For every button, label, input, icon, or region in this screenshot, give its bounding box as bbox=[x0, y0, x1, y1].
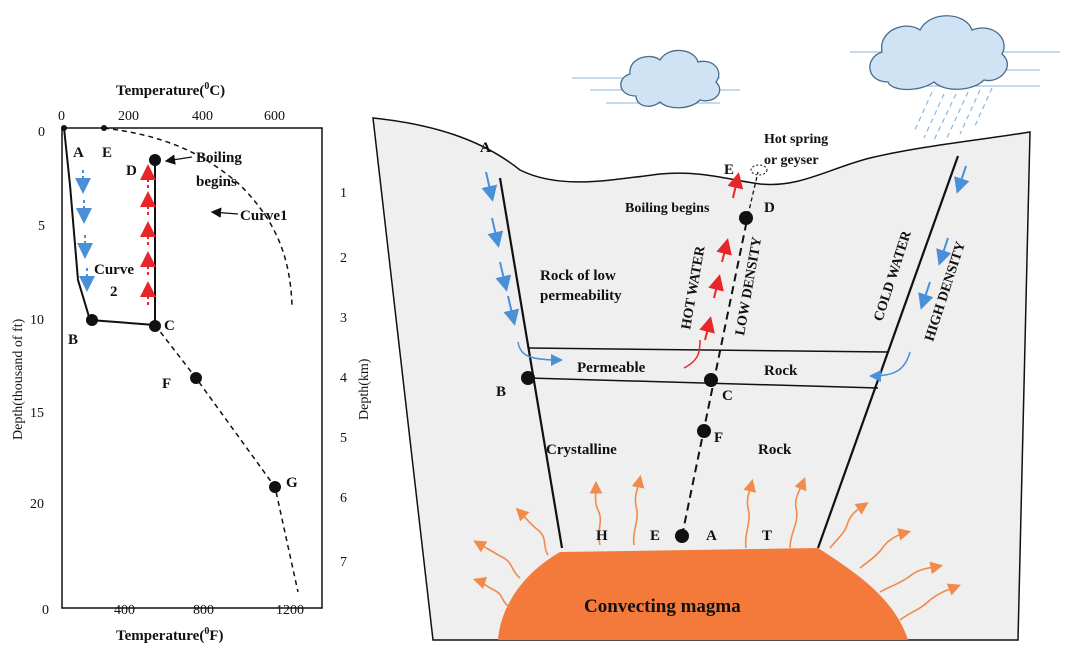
curve1-pointer bbox=[210, 207, 239, 218]
section-label-t: T bbox=[762, 528, 772, 544]
heat-flow-arrows bbox=[472, 474, 961, 621]
point-f bbox=[190, 372, 202, 384]
rock-right-label: Rock bbox=[764, 363, 798, 379]
point-b bbox=[86, 314, 98, 326]
left-fault bbox=[498, 177, 564, 549]
top-axis-title: Temperature(0C) bbox=[116, 81, 225, 99]
point-e-surface bbox=[101, 125, 107, 131]
section-point-c bbox=[704, 373, 718, 387]
cold-water-arrows-left bbox=[481, 171, 563, 366]
permeable-top bbox=[527, 347, 889, 353]
curve2-label-1: Curve bbox=[94, 262, 134, 278]
right-tick-1: 1 bbox=[340, 186, 347, 201]
top-tick-0: 0 bbox=[58, 109, 65, 124]
bottom-tick-800: 800 bbox=[193, 603, 214, 618]
bottom-tick-0: 0 bbox=[42, 603, 49, 618]
cold-water-arrows-right bbox=[869, 165, 970, 382]
point-c bbox=[149, 320, 161, 332]
right-tick-6: 6 bbox=[340, 491, 347, 506]
curve2-line bbox=[63, 127, 156, 327]
section-point-f bbox=[697, 424, 711, 438]
boiling-begins-label: Boiling begins bbox=[625, 201, 710, 216]
left-tick-5: 5 bbox=[38, 219, 45, 234]
crystalline-label: Crystalline bbox=[546, 442, 617, 458]
right-tick-3: 3 bbox=[340, 311, 347, 326]
label-b: B bbox=[68, 332, 78, 348]
section-point-b bbox=[521, 371, 535, 385]
label-f: F bbox=[162, 376, 171, 392]
hot-spring-label-1: Hot spring bbox=[764, 132, 828, 147]
magma-chamber bbox=[498, 548, 908, 640]
section-label-f: F bbox=[714, 430, 723, 446]
curve1-label: Curve1 bbox=[240, 208, 288, 224]
point-d bbox=[149, 154, 161, 166]
right-tick-5: 5 bbox=[340, 431, 347, 446]
hot-spring-label-2: or geyser bbox=[764, 153, 819, 168]
cloud-left bbox=[572, 49, 740, 109]
left-tick-15: 15 bbox=[30, 406, 44, 421]
curve2-label-2: 2 bbox=[110, 284, 118, 300]
label-c: C bbox=[164, 318, 175, 334]
section-point-d bbox=[739, 211, 753, 225]
left-tick-20: 20 bbox=[30, 497, 44, 512]
hot-spring-vent bbox=[750, 164, 768, 176]
temperature-depth-plot: Temperature(0C) 0 200 400 600 Depth(thou… bbox=[11, 81, 372, 644]
conduit-upper bbox=[747, 171, 759, 216]
rock-low-label-2: permeability bbox=[540, 288, 622, 304]
bottom-tick-1200: 1200 bbox=[276, 603, 304, 618]
section-label-a-bottom: A bbox=[706, 528, 717, 544]
permeable-label: Permeable bbox=[577, 360, 646, 376]
section-label-a: A bbox=[480, 140, 491, 156]
top-tick-labels: 0 200 400 600 bbox=[58, 109, 285, 124]
label-d: D bbox=[126, 163, 137, 179]
cloud-right-raining bbox=[850, 15, 1060, 141]
section-label-b: B bbox=[496, 384, 506, 400]
label-g: G bbox=[286, 475, 298, 491]
right-tick-labels: 1 2 3 4 5 6 7 bbox=[340, 186, 347, 570]
bottom-axis-title: Temperature(0F) bbox=[116, 626, 224, 644]
section-label-e-top: E bbox=[724, 162, 734, 178]
curve1-line bbox=[103, 127, 293, 306]
left-tick-labels: 0 5 10 15 20 bbox=[30, 125, 45, 512]
section-label-h: H bbox=[596, 528, 608, 544]
section-label-d: D bbox=[764, 200, 775, 216]
deep-gradient-line bbox=[154, 324, 299, 593]
rock-lower-label: Rock bbox=[758, 442, 792, 458]
section-label-e-bottom: E bbox=[650, 528, 660, 544]
left-tick-0: 0 bbox=[38, 125, 45, 140]
left-tick-10: 10 bbox=[30, 313, 44, 328]
top-tick-200: 200 bbox=[118, 109, 139, 124]
geothermal-cross-section: Convecting magma A Hot spring or geyser … bbox=[372, 15, 1060, 641]
label-a: A bbox=[73, 145, 84, 161]
bottom-tick-400: 400 bbox=[114, 603, 135, 618]
right-axis-title: Depth(km) bbox=[357, 358, 372, 420]
rock-low-label-1: Rock of low bbox=[540, 268, 616, 284]
section-point-e bbox=[675, 529, 689, 543]
plot-frame bbox=[61, 127, 323, 609]
section-label-c: C bbox=[722, 388, 733, 404]
boiling-pointer bbox=[164, 154, 193, 165]
permeable-bottom bbox=[527, 377, 879, 389]
boiling-label-1: Boiling bbox=[196, 150, 242, 166]
boiling-label-2: begins bbox=[196, 174, 237, 190]
top-tick-400: 400 bbox=[192, 109, 213, 124]
right-tick-4: 4 bbox=[340, 371, 347, 386]
point-origin bbox=[61, 125, 67, 131]
point-g bbox=[269, 481, 281, 493]
label-e: E bbox=[102, 145, 112, 161]
right-tick-2: 2 bbox=[340, 251, 347, 266]
right-tick-7: 7 bbox=[340, 555, 347, 570]
left-axis-title: Depth(thousand of ft) bbox=[11, 318, 26, 440]
magma-label: Convecting magma bbox=[584, 596, 741, 617]
top-tick-600: 600 bbox=[264, 109, 285, 124]
bottom-tick-labels: 0 400 800 1200 bbox=[42, 603, 304, 618]
hot-water-arrows bbox=[683, 172, 744, 369]
